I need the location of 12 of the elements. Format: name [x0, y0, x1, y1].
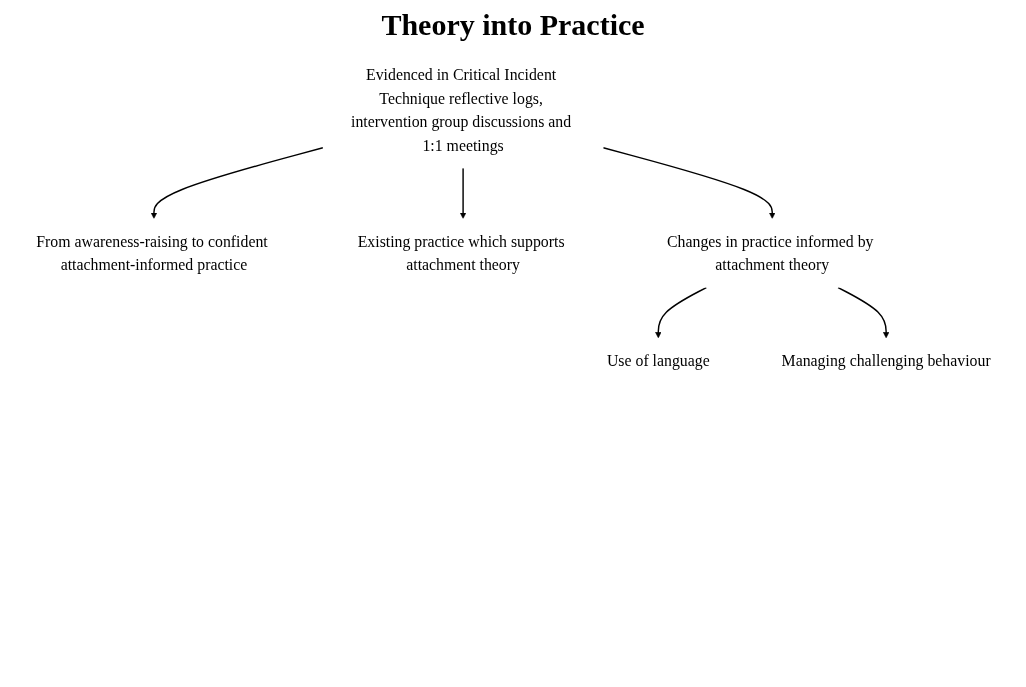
- diagram-title: Theory into Practice: [380, 8, 646, 42]
- arrow: [459, 167, 467, 219]
- arrow: [837, 286, 890, 339]
- arrow: [655, 286, 708, 339]
- arrow: [602, 147, 776, 219]
- arrow: [150, 147, 324, 219]
- node-text: Changes in practice informed by attachment theory: [667, 232, 874, 274]
- node-text: Use of language: [606, 351, 710, 370]
- node-text: Managing challenging behaviour: [781, 351, 991, 370]
- node-text: Existing practice which supports attachment theory: [357, 232, 565, 274]
- node-text: Evidenced in Critical Incident Technique reflective logs, intervention group discussions and 1:1 meetings: [351, 65, 572, 155]
- node-text: From awareness-raising to confident attachment-informed practice: [36, 232, 268, 274]
